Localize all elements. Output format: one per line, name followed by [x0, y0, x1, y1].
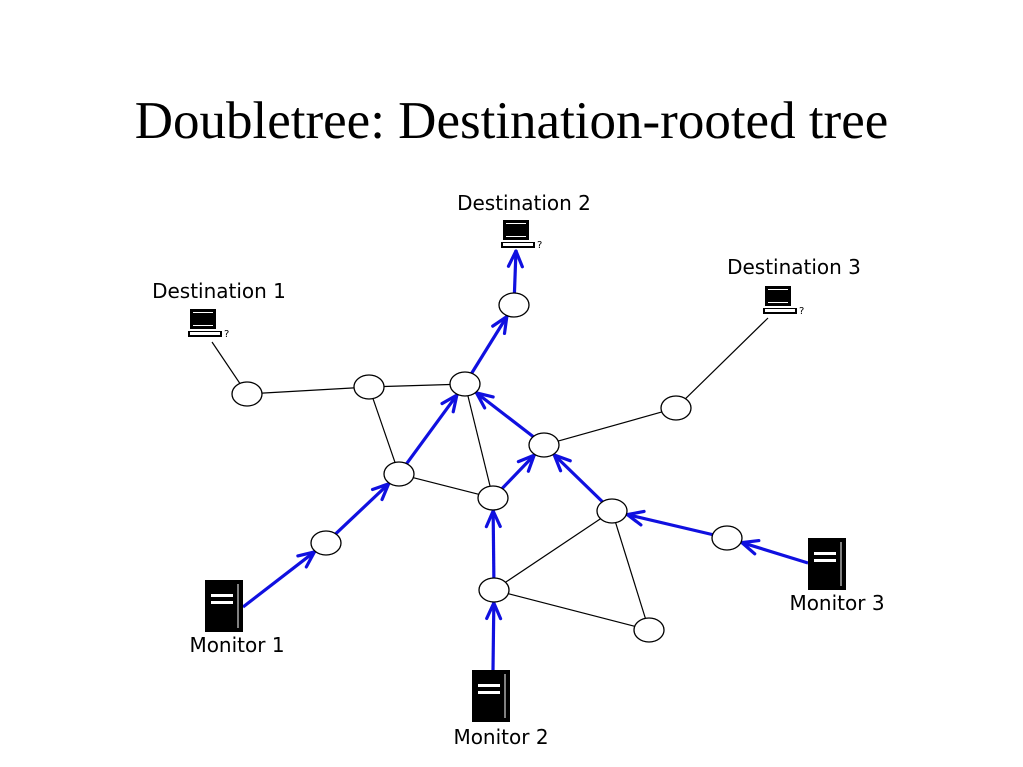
destination-3: Destination 3 ?	[727, 255, 861, 317]
arrowhead	[506, 249, 524, 269]
server-icon	[808, 538, 846, 590]
server-icon	[205, 580, 243, 632]
router-node-r5	[477, 485, 509, 511]
link-r1-r2	[261, 387, 355, 394]
probe-link-r10-r5	[484, 509, 502, 579]
router-node-r3	[449, 371, 481, 397]
probe-link-r13-r9	[625, 509, 713, 537]
router-node-r8	[310, 530, 342, 556]
link-r6-r7	[557, 411, 663, 442]
monitor-2-label: Monitor 2	[453, 725, 548, 749]
link-r7-d3	[685, 317, 769, 400]
computer-icon: ?	[501, 220, 542, 251]
arrowhead	[516, 453, 536, 473]
probe-link-r3-r12	[470, 314, 509, 375]
arrowhead	[474, 391, 495, 410]
probe-paths	[242, 249, 809, 671]
arrowhead	[491, 314, 509, 336]
arrowhead	[552, 453, 572, 473]
router-node-r7	[660, 395, 692, 421]
destination-2-label: Destination 2	[457, 191, 591, 215]
arrowhead	[485, 601, 503, 621]
svg-text:?: ?	[224, 329, 229, 340]
probe-link-r8-r4	[334, 481, 391, 536]
probe-link-r12-d2	[506, 249, 524, 294]
plain-links	[211, 317, 769, 627]
arrowhead	[370, 482, 391, 502]
router-node-r6	[528, 432, 560, 458]
destination-1: Destination 1 ?	[152, 279, 286, 340]
link-r2-r4	[372, 398, 396, 463]
router-node-r13	[711, 525, 743, 551]
probe-link-m2-r10	[485, 601, 503, 671]
router-node-r12	[498, 292, 530, 318]
server-icon	[472, 670, 510, 722]
slide-title: Doubletree: Destination-rooted tree	[134, 92, 889, 150]
router-node-r10	[478, 577, 510, 603]
arrowhead	[625, 509, 646, 527]
router-node-r9	[596, 498, 628, 524]
arrowhead	[440, 393, 459, 414]
monitor-3: Monitor 3	[789, 538, 885, 615]
monitor-1: Monitor 1	[189, 580, 285, 657]
router-node-r11	[633, 617, 665, 643]
link-r10-r11	[508, 593, 635, 627]
probe-link-r4-r3	[405, 393, 459, 465]
computer-icon: ?	[763, 286, 804, 317]
arrowhead	[740, 538, 761, 556]
svg-text:?: ?	[537, 240, 542, 251]
destination-1-label: Destination 1	[152, 279, 286, 303]
arrowhead	[296, 550, 317, 569]
link-r4-r5	[413, 477, 479, 495]
probe-link-m3-r13	[740, 538, 809, 565]
routers	[231, 292, 743, 643]
probe-link-m1-r8	[242, 550, 317, 609]
computer-icon: ?	[188, 309, 229, 340]
probe-link-r6-r3	[474, 391, 535, 438]
arrowhead	[484, 509, 502, 529]
monitor-2: Monitor 2	[453, 670, 549, 749]
monitor-1-label: Monitor 1	[189, 633, 284, 657]
destination-2: Destination 2 ?	[457, 191, 591, 251]
monitor-3-label: Monitor 3	[789, 591, 884, 615]
router-node-r1	[231, 381, 263, 407]
svg-text:?: ?	[799, 306, 804, 317]
link-r9-r10	[505, 518, 601, 583]
probe-link-r9-r6	[552, 453, 604, 503]
link-r11-r9	[615, 522, 646, 619]
probe-link-r5-r6	[500, 453, 537, 490]
link-d1-r1	[211, 341, 241, 384]
router-node-r2	[353, 374, 385, 400]
link-r2-r3	[383, 383, 451, 388]
destination-3-label: Destination 3	[727, 255, 861, 279]
router-node-r4	[383, 461, 415, 487]
link-r3-r5	[467, 395, 491, 487]
